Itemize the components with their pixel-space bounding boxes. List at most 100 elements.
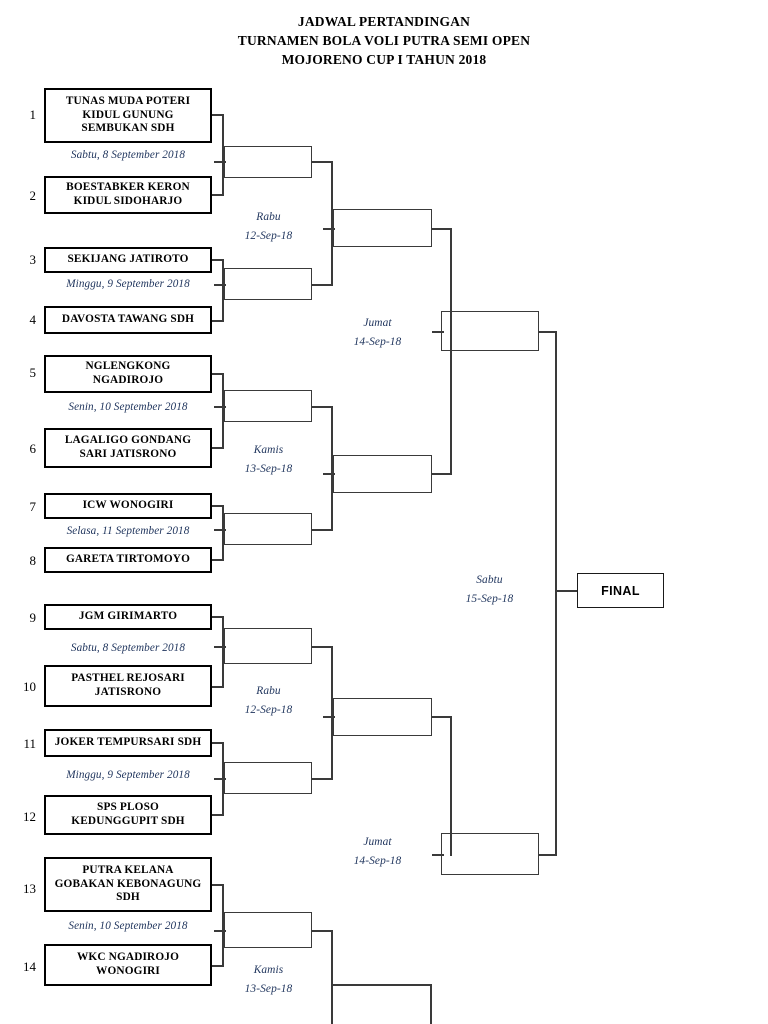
team-box-8[interactable]: GARETA TIRTOMOYO [44, 547, 212, 573]
connector [212, 505, 224, 507]
connector [323, 473, 335, 475]
team-name-13: PUTRA KELANA GOBAKAN KEBONAGUNG SDH [54, 864, 202, 904]
connector [539, 331, 557, 333]
connector [214, 284, 226, 286]
connector [212, 194, 224, 196]
connector [432, 228, 452, 230]
connector [331, 930, 333, 1024]
round-date-r2-bottom: Kamis 13-Sep-18 [244, 964, 293, 995]
connector [214, 529, 226, 531]
connector [214, 778, 226, 780]
slot-box-r2-6[interactable] [224, 762, 312, 794]
seed-number-1: 1 [29, 107, 37, 122]
connector [222, 114, 224, 195]
match-date-11-12: Minggu, 9 September 2018 [66, 769, 190, 781]
seed-number-11: 11 [23, 736, 36, 751]
connector [323, 716, 335, 718]
team-name-9: JGM GIRIMARTO [78, 610, 178, 623]
seed-number-10: 10 [23, 679, 36, 694]
connector [450, 228, 452, 332]
seed-number-14: 14 [23, 959, 36, 974]
team-box-5[interactable]: NGLENGKONG NGADIROJO [44, 355, 212, 393]
connector [331, 646, 333, 779]
connector [323, 228, 335, 230]
slot-box-r3-3[interactable] [333, 698, 432, 736]
slot-box-r2-1[interactable] [224, 146, 312, 178]
slot-box-r4-1[interactable] [441, 311, 539, 351]
slot-box-r2-2[interactable] [224, 268, 312, 300]
round-date-r4-final: Sabtu 15-Sep-18 [465, 574, 514, 605]
team-name-8: GARETA TIRTOMOYO [65, 553, 191, 566]
team-box-9[interactable]: JGM GIRIMARTO [44, 604, 212, 630]
connector [450, 716, 452, 856]
seed-number-3: 3 [29, 252, 37, 267]
round-date-r2-top: Rabu 12-Sep-18 [244, 211, 293, 242]
match-date-9-10: Sabtu, 8 September 2018 [70, 642, 186, 654]
connector [432, 473, 452, 475]
final-box[interactable]: FINAL [577, 573, 664, 608]
team-name-6: LAGALIGO GONDANG SARI JATISRONO [64, 434, 192, 460]
team-name-3: SEKIJANG JATIROTO [67, 253, 189, 266]
connector [312, 161, 333, 163]
connector [212, 114, 224, 116]
round-date-r2-lowmid: Rabu 12-Sep-18 [244, 685, 293, 716]
round-date-r3-bottom: Jumat 14-Sep-18 [353, 836, 402, 867]
slot-box-r2-4[interactable] [224, 513, 312, 545]
connector [331, 984, 431, 986]
team-box-6[interactable]: LAGALIGO GONDANG SARI JATISRONO [44, 428, 212, 468]
slot-box-r2-5[interactable] [224, 628, 312, 664]
connector [450, 331, 452, 474]
team-name-2: BOESTABKER KERON KIDUL SIDOHARJO [66, 181, 190, 207]
slot-box-r2-7[interactable] [224, 912, 312, 948]
connector [312, 529, 333, 531]
team-box-1[interactable]: TUNAS MUDA POTERI KIDUL GUNUNG SEMBUKAN … [44, 88, 212, 143]
match-date-7-8: Selasa, 11 September 2018 [66, 525, 190, 537]
team-name-1: TUNAS MUDA POTERI KIDUL GUNUNG SEMBUKAN … [65, 95, 191, 135]
seed-number-8: 8 [29, 553, 37, 568]
connector [214, 406, 226, 408]
team-box-10[interactable]: PASTHEL REJOSARI JATISRONO [44, 665, 212, 707]
slot-box-r3-2[interactable] [333, 455, 432, 493]
connector [432, 331, 444, 333]
connector [212, 373, 224, 375]
connector [539, 854, 557, 856]
title-line-2: TURNAMEN BOLA VOLI PUTRA SEMI OPEN [237, 33, 531, 48]
seed-number-2: 2 [29, 188, 37, 203]
connector [331, 406, 333, 530]
connector [432, 716, 452, 718]
team-box-14[interactable]: WKC NGADIROJO WONOGIRI [44, 944, 212, 986]
connector [555, 590, 557, 855]
team-name-7: ICW WONOGIRI [82, 499, 174, 512]
team-box-4[interactable]: DAVOSTA TAWANG SDH [44, 306, 212, 334]
page-title: JADWAL PERTANDINGAN TURNAMEN BOLA VOLI P… [0, 12, 768, 69]
connector [331, 161, 333, 285]
match-date-3-4: Minggu, 9 September 2018 [66, 278, 190, 290]
connector [214, 930, 226, 932]
team-box-13[interactable]: PUTRA KELANA GOBAKAN KEBONAGUNG SDH [44, 857, 212, 912]
team-name-14: WKC NGADIROJO WONOGIRI [76, 951, 180, 977]
round-date-r2-upmid: Kamis 13-Sep-18 [244, 444, 293, 475]
seed-number-4: 4 [29, 312, 37, 327]
team-box-2[interactable]: BOESTABKER KERON KIDUL SIDOHARJO [44, 176, 212, 214]
seed-number-9: 9 [29, 610, 37, 625]
connector [312, 284, 333, 286]
connector [312, 930, 333, 932]
connector [222, 616, 224, 687]
team-box-7[interactable]: ICW WONOGIRI [44, 493, 212, 519]
connector [212, 447, 224, 449]
connector [555, 331, 557, 591]
slot-box-r4-2[interactable] [441, 833, 539, 875]
seed-number-6: 6 [29, 441, 37, 456]
team-box-12[interactable]: SPS PLOSO KEDUNGGUPIT SDH [44, 795, 212, 835]
team-box-3[interactable]: SEKIJANG JATIROTO [44, 247, 212, 273]
match-date-5-6: Senin, 10 September 2018 [68, 401, 188, 413]
connector [432, 854, 444, 856]
connector [212, 884, 224, 886]
slot-box-r3-1[interactable] [333, 209, 432, 247]
slot-box-r2-3[interactable] [224, 390, 312, 422]
team-box-11[interactable]: JOKER TEMPURSARI SDH [44, 729, 212, 757]
team-name-10: PASTHEL REJOSARI JATISRONO [71, 672, 185, 698]
connector [222, 884, 224, 966]
connector [212, 814, 224, 816]
connector [214, 646, 226, 648]
